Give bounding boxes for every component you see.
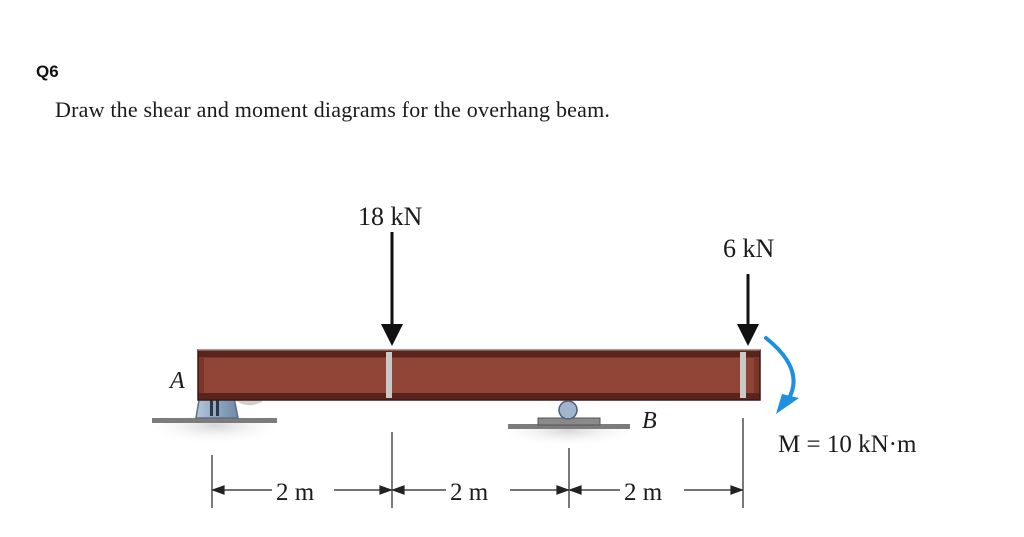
span-label-3: 2 m: [624, 479, 663, 506]
dimension-lines: [211, 418, 744, 508]
load-label-18kn: 18 kN: [358, 202, 423, 231]
roller-support-b: [506, 400, 630, 450]
load-label-6kn: 6 kN: [723, 234, 775, 263]
span-label-2: 2 m: [450, 479, 489, 506]
question-prompt: Draw the shear and moment diagrams for t…: [55, 97, 611, 122]
moment-label: M = 10 kN·m: [778, 431, 917, 458]
span-label-1: 2 m: [276, 479, 315, 506]
question-number: Q6: [36, 62, 59, 81]
load-arrow-6kn: [737, 274, 759, 346]
ground-a: [152, 416, 277, 448]
load-arrow-18kn: [381, 232, 403, 346]
beam: [197, 349, 761, 406]
support-label-a: A: [168, 368, 185, 394]
support-label-b: B: [642, 408, 657, 434]
moment-arrow: [764, 336, 799, 414]
